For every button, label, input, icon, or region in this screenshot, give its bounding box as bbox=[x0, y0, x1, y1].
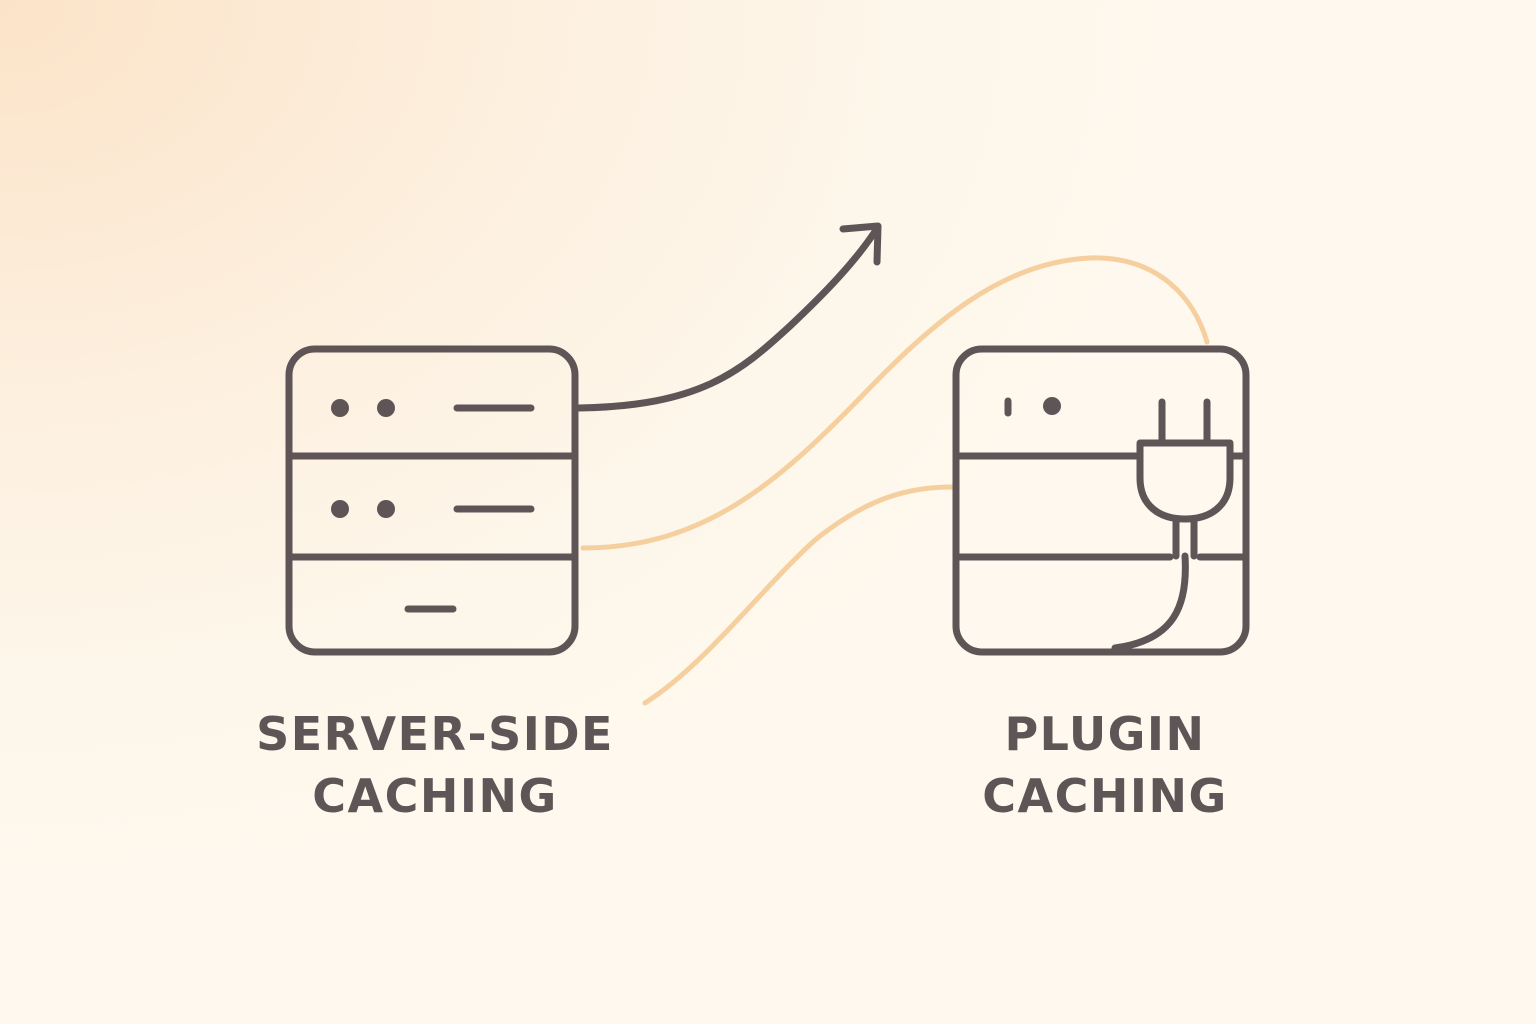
server-rack-frame bbox=[285, 345, 579, 656]
plug-head bbox=[1136, 439, 1234, 523]
server-side-caching-label: SERVER-SIDE CACHING bbox=[205, 703, 665, 827]
plugin-server-led bbox=[1043, 397, 1061, 415]
server-side-label-line-1: SERVER-SIDE bbox=[256, 707, 614, 761]
trend-arrow-icon bbox=[575, 222, 882, 412]
accent-curve-upper bbox=[580, 255, 1210, 551]
server-plug-icon bbox=[952, 345, 1250, 656]
accent-curves bbox=[580, 255, 1210, 706]
server-side-label-line-2: CACHING bbox=[312, 769, 558, 823]
plugin-label-line-2: CACHING bbox=[982, 769, 1228, 823]
accent-curve-lower bbox=[642, 484, 955, 706]
plugin-caching-label: PLUGIN CACHING bbox=[880, 703, 1330, 827]
trend-arrow-head bbox=[839, 222, 882, 266]
plugin-server-frame bbox=[952, 345, 1250, 656]
server-led-1a bbox=[331, 399, 349, 417]
server-led-2b bbox=[377, 500, 395, 518]
server-led-1b bbox=[377, 399, 395, 417]
trend-arrow-line bbox=[575, 226, 880, 412]
server-led-2a bbox=[331, 500, 349, 518]
plug-cable bbox=[1111, 552, 1189, 652]
plugin-label-line-1: PLUGIN bbox=[1004, 707, 1206, 761]
server-rack-icon bbox=[285, 345, 579, 656]
